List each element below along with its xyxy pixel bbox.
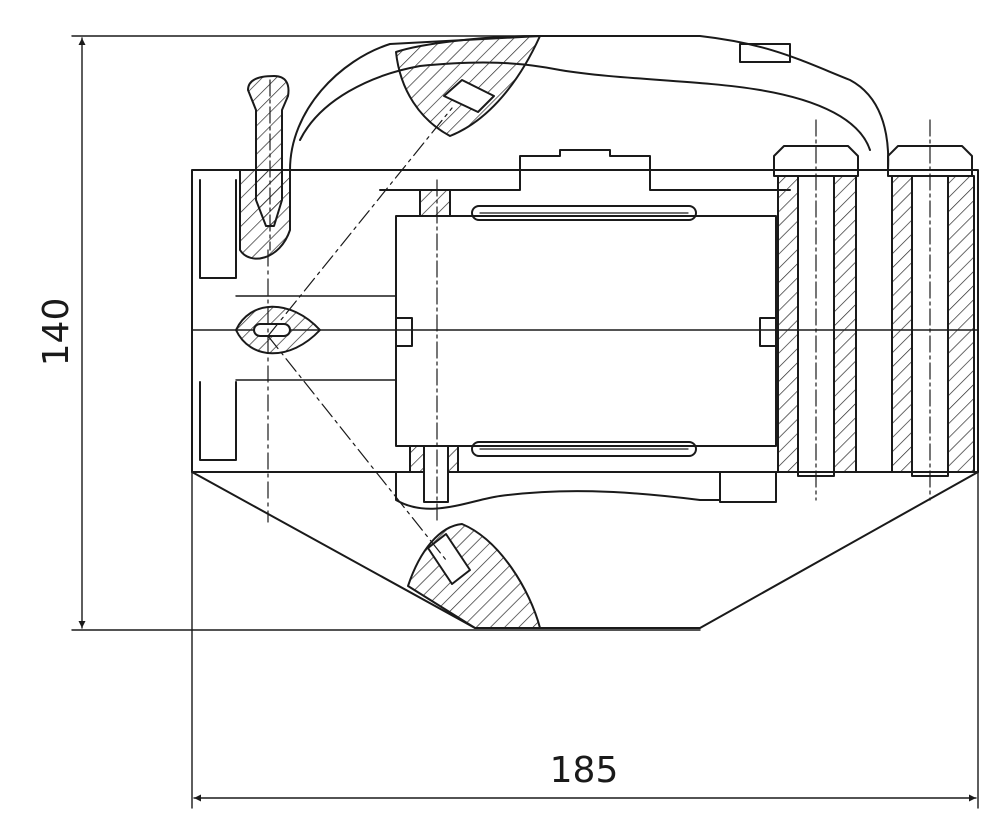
width-dimension-value: 185 [550, 750, 619, 791]
caliper-top-inner [299, 61, 871, 151]
piston-assembly [379, 149, 791, 510]
top-cap [739, 43, 791, 63]
piston-bore-outline [395, 215, 777, 447]
passage-upper [267, 107, 453, 337]
bolt-1-head [773, 145, 859, 177]
top-hatched-section [395, 35, 541, 137]
bolt-1-hatch-right [833, 175, 857, 473]
fluid-passages [267, 107, 453, 561]
height-dimension-value: 140 [36, 298, 77, 367]
bushing-lower-pin [423, 445, 449, 503]
bolt-2-hatch-right [947, 175, 975, 473]
bolt-2-hatch-left [891, 175, 913, 473]
caliper-lower-housing [191, 471, 979, 629]
width-dimension [191, 469, 979, 809]
seal-bottom [471, 441, 697, 457]
cylinder-top-seat [379, 149, 791, 191]
mounting-bolt-1 [773, 119, 859, 501]
bleeder-screw [247, 75, 290, 251]
piston-right-step [759, 317, 777, 347]
lower-boss [719, 471, 777, 503]
bushing-upper [419, 189, 451, 217]
bleeder-body [247, 75, 290, 227]
cylinder-bottom-seat [395, 471, 721, 510]
bottom-jet [427, 533, 471, 585]
height-dimension [71, 35, 701, 631]
mounting-bolt-2 [887, 119, 975, 501]
seal-top [471, 205, 697, 221]
passage-lower [267, 335, 447, 561]
left-flange-lower [199, 381, 237, 461]
bushings [409, 179, 459, 521]
lens-boss-slot [253, 323, 291, 337]
caliper-top-bridge [289, 35, 890, 171]
caliper-body-rect [191, 169, 979, 473]
left-flange [199, 179, 237, 279]
top-jet [443, 79, 495, 113]
piston-left-step [395, 317, 413, 347]
bottom-hatch-region [407, 523, 541, 629]
bolt-1-hatch-left [777, 175, 799, 473]
bottom-hatched-section [407, 523, 541, 629]
